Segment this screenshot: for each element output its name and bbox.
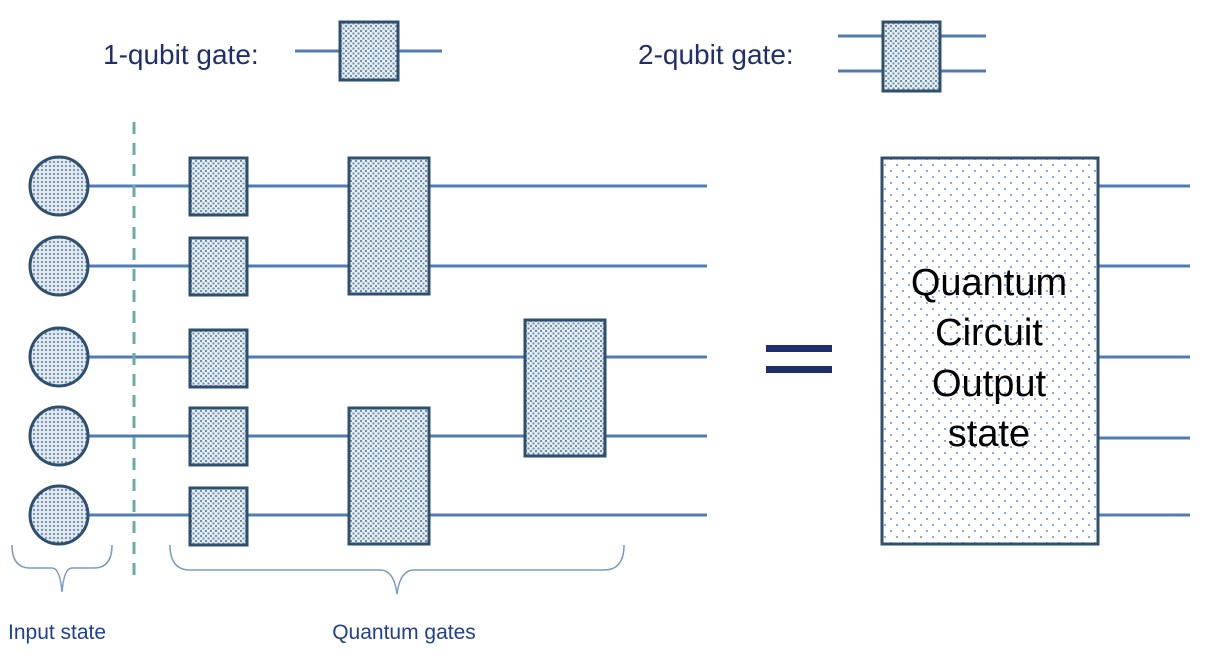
legend-one-qubit-label: 1-qubit gate: [103, 39, 259, 70]
legend-two-qubit-label: 2-qubit gate: [638, 39, 794, 70]
output-line-2: Circuit [935, 312, 1043, 354]
gate-single-3 [188, 328, 249, 389]
gates-brace [169, 544, 625, 595]
output-wires [1098, 184, 1190, 517]
qubit-1 [28, 155, 90, 217]
gate-two-qubit-3-4 [523, 318, 607, 458]
input-qubits [28, 155, 90, 546]
qubit-5 [28, 484, 90, 546]
output-line-1: Quantum [911, 262, 1067, 304]
gate-two-qubit-1-2 [347, 156, 431, 296]
gate-single-5 [188, 486, 249, 547]
output-box-text: Quantum Circuit Output state [911, 262, 1067, 455]
legend-one-qubit-gate [295, 20, 442, 82]
gate-single-1 [188, 156, 249, 217]
equals-sign [766, 345, 832, 373]
quantum-circuit-output-box [880, 156, 1100, 546]
quantum-gates-label: Quantum gates [332, 621, 476, 644]
qubit-2 [28, 235, 90, 297]
qubit-3 [28, 326, 90, 388]
input-brace [11, 544, 113, 593]
input-state-label: Input state [8, 621, 106, 644]
output-line-3: Output [932, 363, 1047, 405]
quantum-gates [188, 156, 607, 547]
gate-single-2 [188, 236, 249, 297]
gate-single-4 [188, 406, 249, 467]
output-line-4: state [948, 413, 1030, 455]
legend-two-qubit-gate [838, 20, 986, 93]
qubit-4 [28, 405, 90, 467]
gate-two-qubit-4-5 [347, 406, 431, 546]
